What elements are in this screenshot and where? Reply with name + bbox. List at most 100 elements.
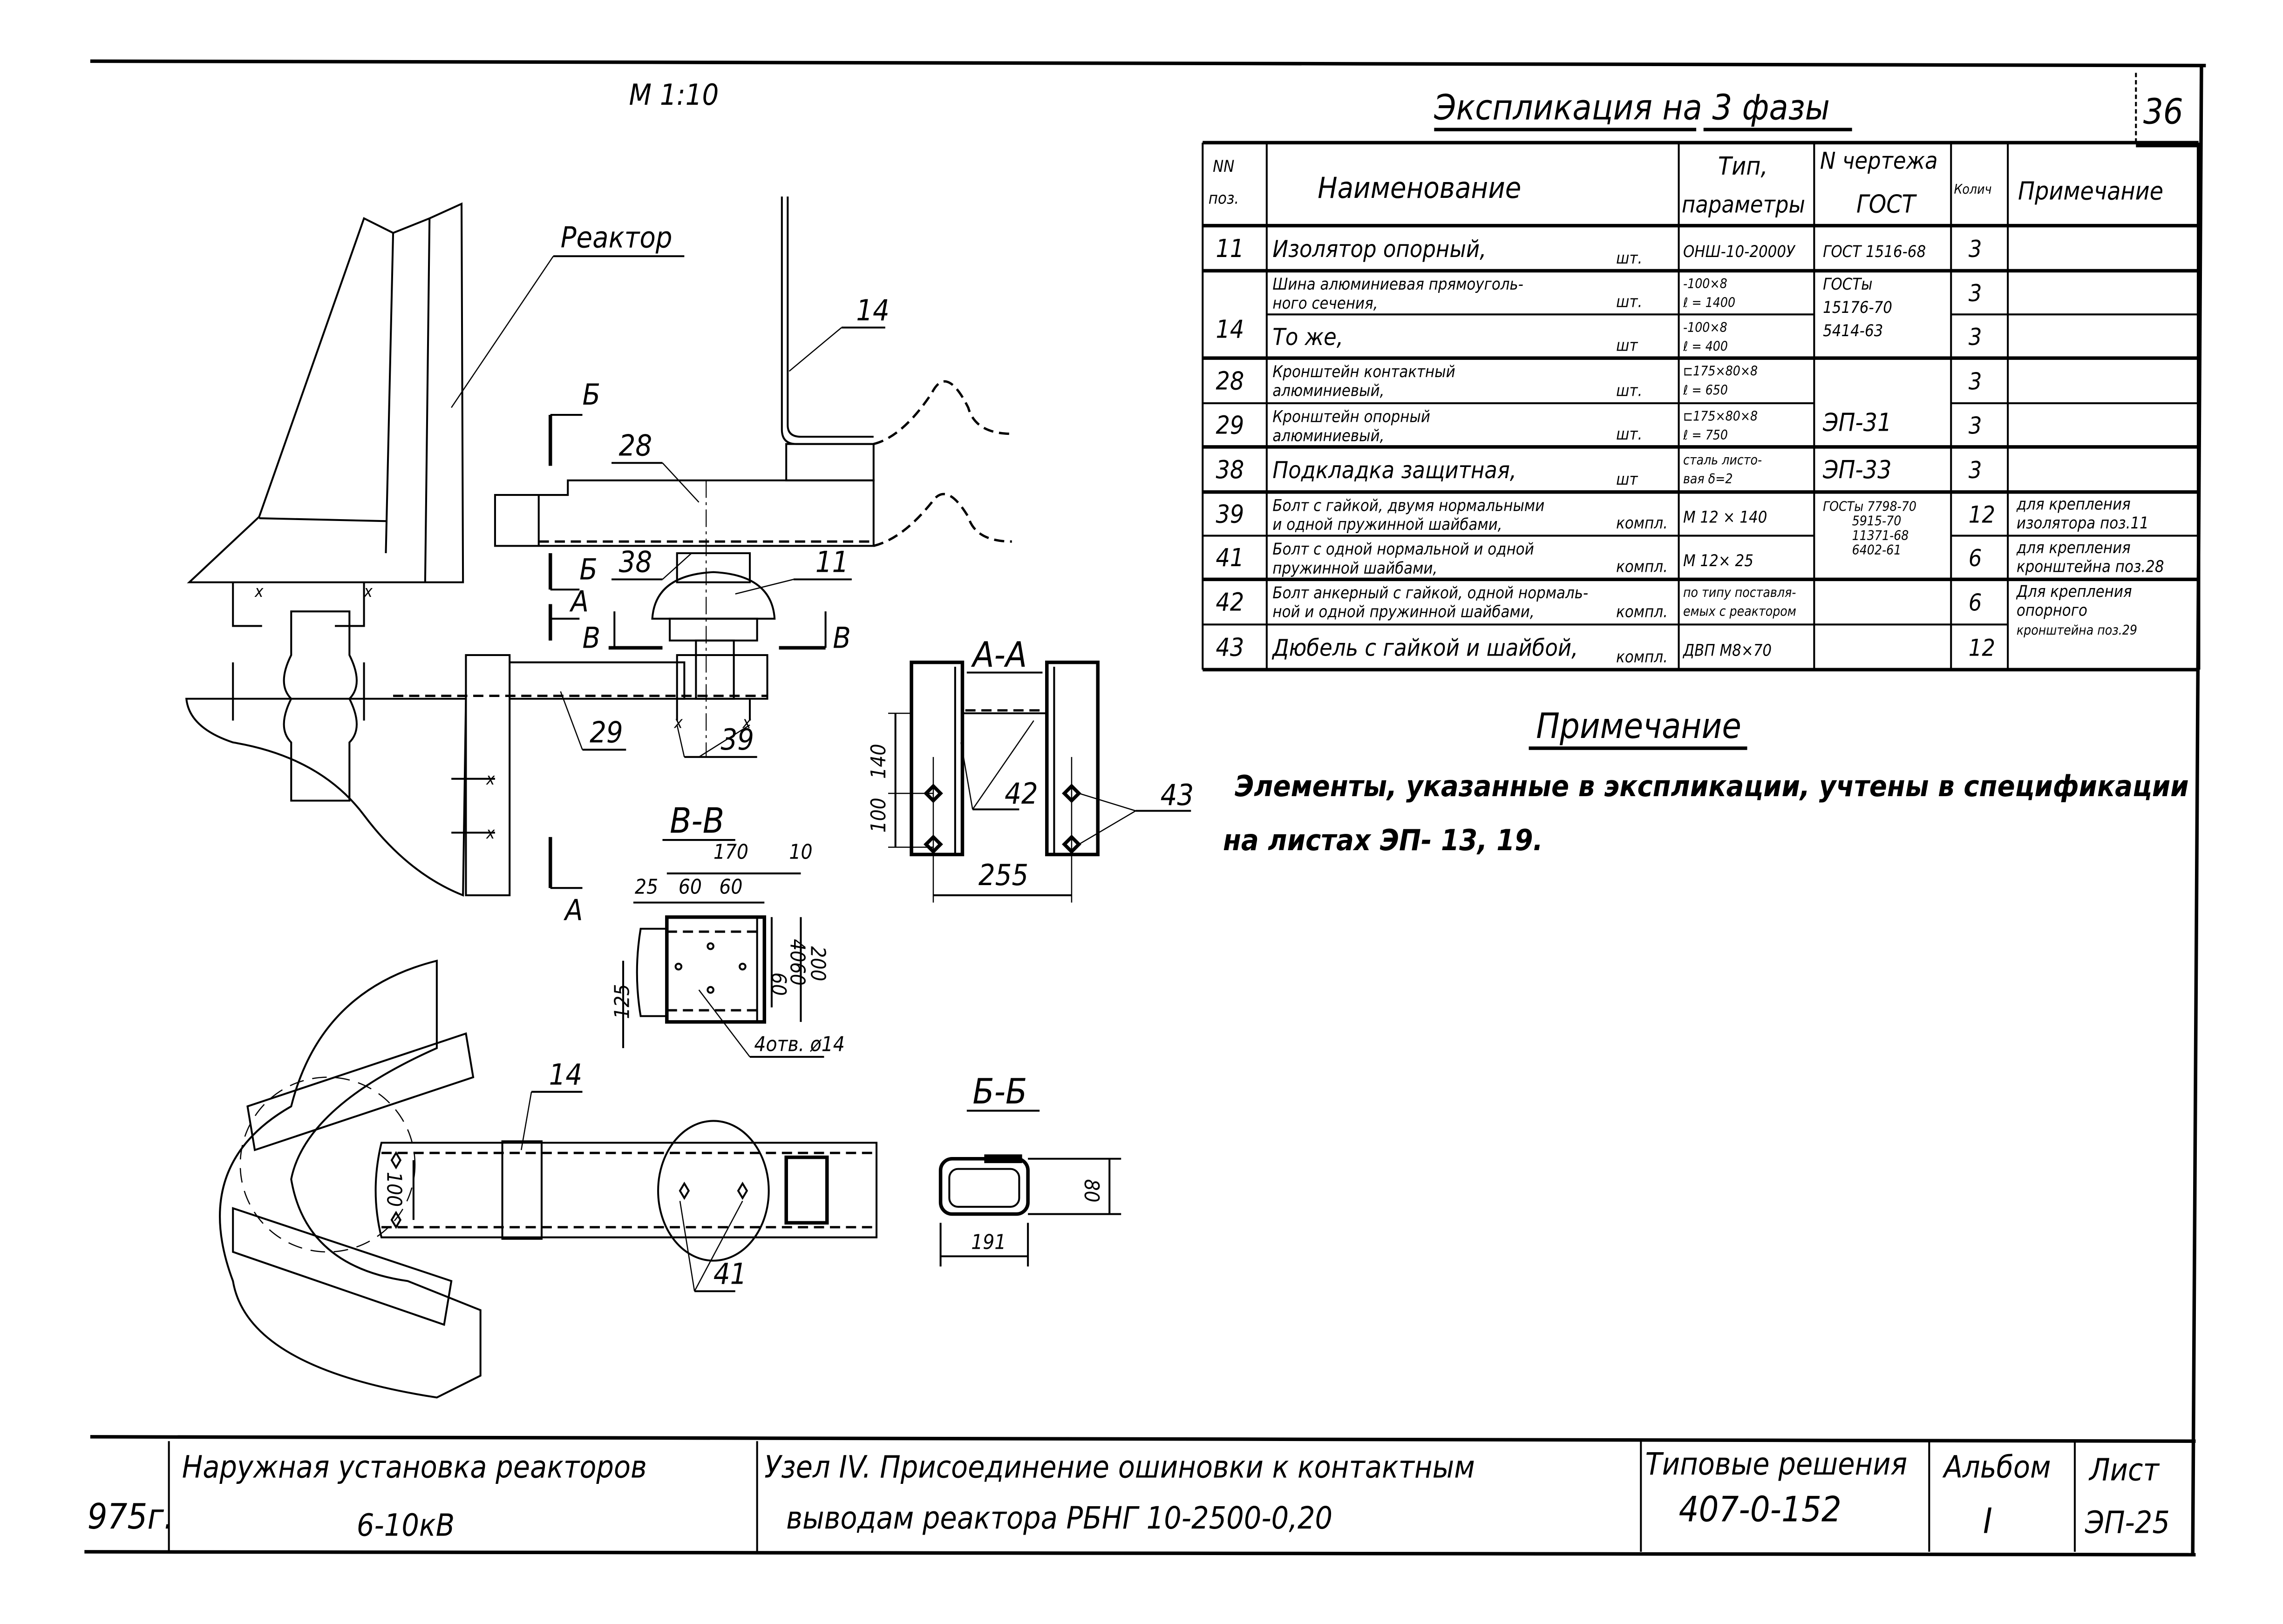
row-drawing: 5414-63: [1823, 322, 1883, 340]
page-number-box: 36: [2135, 73, 2201, 148]
title-album-value: I: [1983, 1500, 1992, 1541]
row-drawing: ЭП-31: [1822, 408, 1891, 437]
section-b-b: Б-Б 80 191: [938, 1071, 1121, 1267]
label-43: 43: [1161, 778, 1194, 812]
row-pos: 43: [1216, 633, 1244, 662]
title-object-2: 6-10кВ: [357, 1508, 455, 1543]
row-qty: 3: [1969, 368, 1982, 395]
row-name: алюминиевый,: [1272, 381, 1384, 400]
row-drawing: ГОСТы 7798-70: [1823, 499, 1916, 514]
label-29: 29: [590, 716, 623, 750]
svg-text:x: x: [486, 824, 495, 843]
label-11: 11: [815, 545, 849, 579]
dim-bb-80: 80: [1080, 1179, 1103, 1203]
title-block: 975г. Наружная установка реакторов 6-10к…: [88, 1441, 2170, 1552]
title-node-2: выводам реактора РБНГ 10-2500-0,20: [786, 1501, 1332, 1536]
row-note: Для крепления: [2016, 582, 2132, 601]
row-name: ного сечения,: [1272, 294, 1378, 313]
dim-vv-10: 10: [789, 840, 812, 864]
row-type: ⊏175×80×8: [1683, 409, 1758, 424]
row-name: То же,: [1272, 324, 1343, 351]
dim-aa-255: 255: [978, 858, 1028, 892]
row-name: Дюбель с гайкой и шайбой,: [1271, 635, 1578, 662]
dim-vv-40: 40: [786, 939, 809, 962]
row-pos: 29: [1216, 411, 1244, 440]
row-type: М 12 × 140: [1683, 508, 1767, 527]
page-number: 36: [2143, 91, 2183, 132]
section-v-v: В-В 170 10 25 60 60 40 60 60 200 125 4от…: [611, 800, 845, 1058]
row-name: Изолятор опорный,: [1272, 236, 1486, 263]
header-type-2: параметры: [1682, 191, 1805, 218]
row-type: М 12× 25: [1683, 552, 1753, 570]
row-name: пружинной шайбами,: [1272, 559, 1437, 578]
row-name: ной и одной пружинной шайбами,: [1272, 603, 1534, 622]
row-pos: 38: [1216, 455, 1244, 484]
section-mark-b-upper: Б: [583, 378, 601, 412]
row-name: Шина алюминиевая прямоуголь-: [1272, 275, 1523, 294]
row-unit: компл.: [1616, 558, 1668, 576]
row-name: Болт с гайкой, двумя нормальными: [1272, 496, 1544, 515]
label-14-plan: 14: [549, 1057, 583, 1091]
row-pos: 28: [1216, 366, 1244, 395]
row-type: емых с реактором: [1683, 604, 1796, 619]
svg-text:x: x: [254, 582, 264, 601]
row-type: ОНШ-10-2000У: [1683, 243, 1796, 261]
row-type: ℓ = 650: [1683, 382, 1728, 398]
note-title: Примечание: [1536, 705, 1741, 746]
title-series-label: Типовые решения: [1645, 1447, 1907, 1482]
row-type: -100×8: [1683, 276, 1727, 291]
row-note: кронштейна поз.29: [2017, 623, 2137, 638]
row-note: опорного: [2017, 602, 2087, 620]
plan-view: 100 14 41: [219, 959, 878, 1399]
row-note: для крепления: [2016, 539, 2131, 557]
row-drawing: 15176-70: [1823, 298, 1892, 317]
row-qty: 3: [1969, 413, 1982, 440]
row-name: Подкладка защитная,: [1272, 457, 1516, 484]
row-pos: 41: [1216, 543, 1244, 572]
row-note: изолятора поз.11: [2017, 514, 2149, 533]
dim-vv-60a: 60: [679, 875, 702, 899]
section-mark-v-left: В: [583, 621, 601, 655]
svg-text:x: x: [486, 770, 495, 789]
dim-vv-170: 170: [713, 840, 748, 864]
section-a-a-title: А-А: [971, 634, 1027, 675]
row-qty: 6: [1969, 545, 1982, 572]
svg-text:x: x: [673, 713, 683, 732]
row-type: ℓ = 1400: [1683, 295, 1735, 311]
row-type: сталь листо-: [1683, 452, 1762, 467]
row-type: -100×8: [1683, 320, 1727, 335]
row-qty: 3: [1969, 280, 1982, 307]
row-unit: компл.: [1616, 514, 1668, 533]
header-name: Наименование: [1318, 171, 1521, 205]
section-v-v-title: В-В: [670, 800, 724, 841]
title-year: 975г.: [88, 1496, 174, 1537]
row-unit: компл.: [1616, 603, 1668, 622]
title-sheet-label: Лист: [2088, 1453, 2160, 1488]
header-drawing-1: N чертежа: [1820, 148, 1938, 175]
row-pos: 39: [1216, 500, 1244, 528]
dim-bb-191: 191: [971, 1231, 1006, 1254]
row-unit: шт.: [1616, 249, 1642, 268]
dim-vv-125: 125: [611, 984, 634, 1019]
title-album-label: Альбом: [1942, 1449, 2051, 1485]
row-name: алюминиевый,: [1272, 426, 1384, 445]
row-pos: 11: [1216, 234, 1244, 263]
row-drawing: 6402-61: [1852, 542, 1902, 558]
elevation-view: Реактор x x 14 28 11 38: [185, 196, 1012, 927]
header-pos-2: поз.: [1209, 189, 1239, 208]
row-unit: шт: [1616, 470, 1638, 489]
dim-vv-60b: 60: [719, 875, 742, 899]
title-object-1: Наружная установка реакторов: [182, 1449, 647, 1485]
header-qty: Колич: [1954, 182, 1991, 197]
row-drawing: ЭП-33: [1822, 455, 1891, 484]
title-series-value: 407-0-152: [1679, 1489, 1841, 1529]
sheet-frame: [84, 59, 2206, 1556]
row-qty: 12: [1969, 635, 1995, 662]
dim-aa-140: 140: [867, 744, 890, 779]
title-node-1: Узел IV. Присоединение ошиновки к контак…: [764, 1449, 1475, 1485]
header-note: Примечание: [2018, 176, 2163, 205]
dim-vv-25: 25: [635, 875, 658, 899]
section-mark-a-lower: А: [564, 893, 583, 927]
